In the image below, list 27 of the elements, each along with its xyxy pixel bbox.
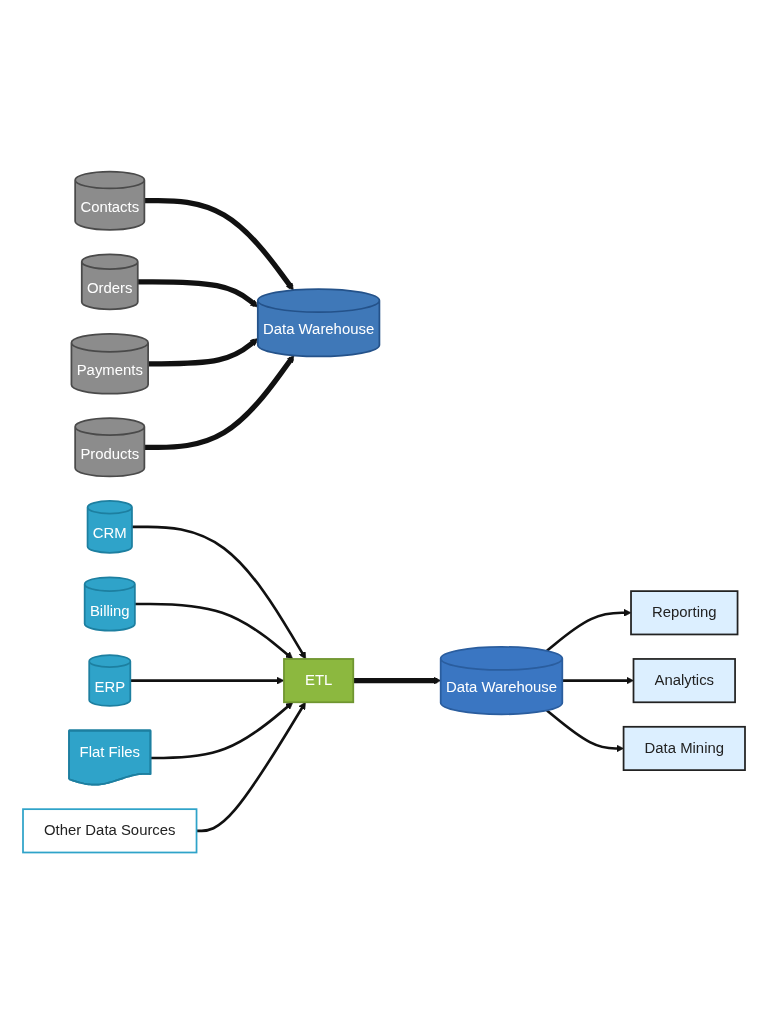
arrow xyxy=(134,602,294,660)
arrow xyxy=(353,676,442,685)
database-cylinder: Orders xyxy=(80,253,139,311)
arrow xyxy=(546,608,632,652)
arrow xyxy=(137,279,259,308)
database-cylinder: CRM xyxy=(86,500,133,554)
document-shape: Flat Files xyxy=(68,729,152,786)
arrow xyxy=(562,676,634,685)
database-cylinder: Billing xyxy=(83,576,136,632)
arrow xyxy=(196,701,306,833)
output-box: Reporting xyxy=(630,590,739,636)
arrow xyxy=(144,198,294,291)
database-cylinder: Contacts xyxy=(74,170,146,231)
database-cylinder: ERP xyxy=(88,654,132,707)
output-box: Analytics xyxy=(632,658,736,704)
output-box: Data Mining xyxy=(622,725,746,771)
arrow xyxy=(148,338,259,367)
database-cylinder: Data Warehouse xyxy=(439,646,564,716)
arrow xyxy=(150,701,294,760)
database-cylinder: Payments xyxy=(70,332,149,395)
source-box: Other Data Sources xyxy=(22,808,198,854)
arrow xyxy=(546,709,624,753)
database-cylinder: Products xyxy=(74,417,146,478)
arrow xyxy=(131,525,307,660)
arrow xyxy=(144,355,295,450)
process-box: ETL xyxy=(283,658,355,704)
database-cylinder: Data Warehouse xyxy=(256,288,381,358)
